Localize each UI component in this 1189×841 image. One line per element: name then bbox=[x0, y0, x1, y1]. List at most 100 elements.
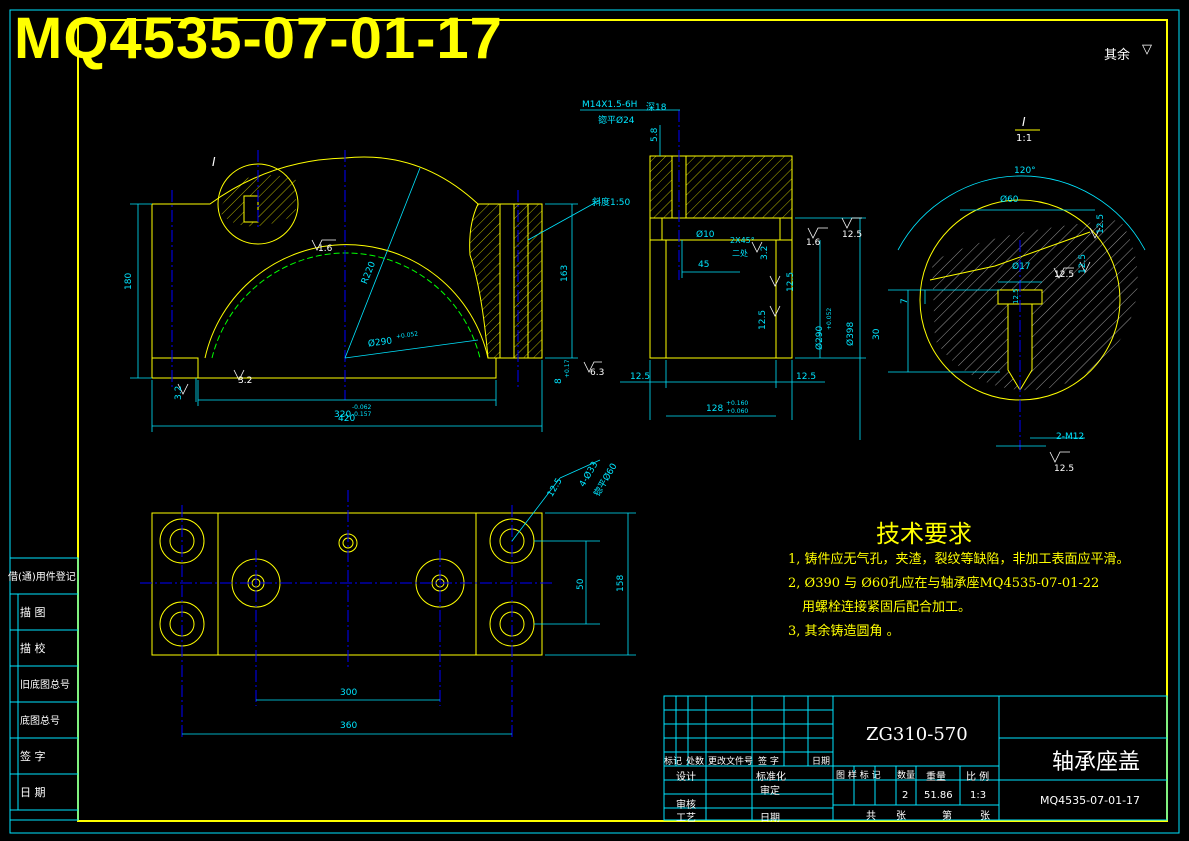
dim-128-tol-up: +0.160 bbox=[726, 400, 749, 407]
inner-frame bbox=[77, 19, 1168, 822]
requirement-line-4: 3, 其余铸造圆角 。 bbox=[788, 624, 900, 639]
requirement-line-1: 1, 铸件应无气孔，夹渣，裂纹等缺陷，非加工表面应平滑。 bbox=[788, 552, 1130, 567]
rough-12-5-detail-e: 12.5 bbox=[1012, 288, 1020, 304]
col-doc: 更改文件号 bbox=[708, 757, 754, 767]
rough-12-5-detail-a: 12.5 bbox=[1054, 464, 1075, 474]
rough-12-5-side: 12.5 bbox=[842, 230, 863, 240]
label-sheets: 张 bbox=[896, 811, 906, 822]
rough-1-6-side: 1.6 bbox=[806, 238, 821, 248]
label-design: 设计 bbox=[676, 772, 696, 783]
dim-dia-17: Ø17 bbox=[1012, 262, 1031, 272]
dim-8: 8 bbox=[554, 378, 564, 384]
dim-128: 128 bbox=[706, 404, 724, 414]
requirement-line-3: 用螺栓连接紧固后配合加工。 bbox=[802, 600, 972, 615]
rough-6-3: 6.3 bbox=[590, 368, 605, 378]
thread-2-m12: 2-M12 bbox=[1056, 432, 1085, 442]
dim-30: 30 bbox=[872, 328, 882, 340]
dim-dia-60: Ø60 bbox=[1000, 195, 1019, 205]
surface-note: 其余 bbox=[1104, 48, 1131, 63]
side-view bbox=[580, 109, 866, 440]
detail-scale: 1:1 bbox=[1016, 133, 1033, 144]
label-qty: 数量 bbox=[897, 771, 916, 781]
dim-158: 158 bbox=[616, 574, 626, 592]
dim-320-tol-up: -0.062 bbox=[352, 404, 372, 411]
detail-title: I bbox=[1022, 115, 1026, 129]
dim-360: 360 bbox=[340, 721, 358, 731]
label-approve: 审定 bbox=[760, 786, 780, 797]
dim-dia-10: Ø10 bbox=[696, 230, 715, 240]
rough-12-5-detail-d: 12.5 bbox=[1096, 213, 1106, 234]
side-table-lines bbox=[9, 557, 79, 821]
rough-12-5-side-b: 12.5 bbox=[786, 271, 796, 292]
dim-420: 420 bbox=[338, 414, 356, 424]
title-block-lines bbox=[663, 695, 1168, 821]
thread-note: M14X1.5-6H bbox=[582, 100, 638, 110]
dim-dia-290-side-tol: +0.052 bbox=[826, 307, 833, 330]
col-date: 日期 bbox=[812, 757, 831, 767]
title-drawing-number: MQ4535-07-01-17 bbox=[1040, 794, 1141, 807]
label-date: 日期 bbox=[760, 813, 780, 824]
rough-3-2-left: 3.2 bbox=[174, 385, 184, 400]
dim-300: 300 bbox=[340, 688, 358, 698]
rough-3-2-side: 3.2 bbox=[760, 245, 770, 260]
roughness-symbol-icon: ▽ bbox=[1142, 42, 1152, 57]
dim-320: 320 bbox=[334, 410, 352, 420]
dim-320-tol-low: -0.157 bbox=[352, 411, 372, 418]
side-row-trace: 描 图 bbox=[20, 606, 46, 619]
label-standard: 标准化 bbox=[756, 772, 786, 783]
col-count: 处数 bbox=[686, 757, 705, 767]
counterbore-note: 锪平Ø24 bbox=[598, 116, 635, 126]
dim-163: 163 bbox=[560, 264, 570, 282]
requirement-line-2: 2, Ø390 与 Ø60孔应在与轴承座MQ4535-07-01-22 bbox=[788, 576, 1100, 591]
side-row-total: 底图总号 bbox=[20, 716, 60, 727]
dim-50: 50 bbox=[576, 578, 586, 590]
top-view bbox=[140, 459, 636, 740]
dim-5-8: 5.8 bbox=[650, 127, 660, 142]
dim-dia-290-side: Ø290 bbox=[815, 325, 825, 350]
col-sign: 签 字 bbox=[758, 757, 779, 767]
value-qty: 2 bbox=[902, 790, 909, 801]
side-row-date: 日 期 bbox=[20, 786, 46, 799]
dim-180: 180 bbox=[124, 272, 134, 290]
label-total: 共 bbox=[866, 811, 876, 822]
rough-3-2-bottom: 3.2 bbox=[238, 376, 253, 386]
part-name: 轴承座盖 bbox=[1052, 750, 1141, 775]
side-row-check: 描 校 bbox=[20, 642, 46, 655]
front-view bbox=[130, 150, 602, 432]
dim-dia-398: Ø398 bbox=[846, 321, 856, 346]
dim-angle-120: 120° bbox=[1014, 166, 1036, 176]
side-row-old-total: 旧底图总号 bbox=[20, 680, 70, 691]
dim-7: 7 bbox=[900, 298, 910, 304]
label-weight: 重量 bbox=[926, 772, 946, 783]
label-sheet-unit: 张 bbox=[980, 811, 990, 822]
dim-45: 45 bbox=[698, 260, 710, 270]
rough-1-6-front: 1.6 bbox=[318, 244, 333, 254]
rough-12-5-detail-c: 12.5 bbox=[1078, 253, 1088, 274]
dim-128-tol-low: +0.060 bbox=[726, 408, 749, 415]
chamfer-count: 二处 bbox=[732, 249, 748, 258]
col-mark: 标记 bbox=[664, 757, 683, 767]
detail-view bbox=[888, 129, 1146, 463]
rough-12-5-side-c: 12.5 bbox=[758, 309, 768, 330]
material-spec: ZG310-570 bbox=[866, 724, 968, 745]
chamfer-note: 2X45° bbox=[730, 236, 755, 245]
side-row-sign: 签 字 bbox=[20, 750, 46, 763]
thread-depth: 深18 bbox=[646, 103, 667, 113]
requirements-title: 技术要求 bbox=[876, 520, 972, 548]
rough-12-5-detail-b: 12.5 bbox=[1054, 270, 1075, 280]
label-process: 工艺 bbox=[676, 813, 696, 824]
dim-8-tol: +0.17 bbox=[564, 359, 571, 378]
side-row-register: 借(通)用件登记 bbox=[8, 572, 76, 583]
value-weight: 51.86 bbox=[924, 790, 953, 801]
dim-12-5-left: 12.5 bbox=[630, 372, 651, 382]
label-review: 审核 bbox=[676, 800, 696, 811]
value-scale: 1:3 bbox=[970, 790, 987, 801]
taper-note: 斜度1:50 bbox=[592, 198, 631, 208]
label-sheet-no: 第 bbox=[942, 811, 952, 822]
detail-ref-label: I bbox=[212, 155, 216, 169]
label-stage: 图 样 标 记 bbox=[836, 771, 881, 781]
outer-frame bbox=[9, 9, 1180, 834]
dim-12-5-right: 12.5 bbox=[796, 372, 817, 382]
